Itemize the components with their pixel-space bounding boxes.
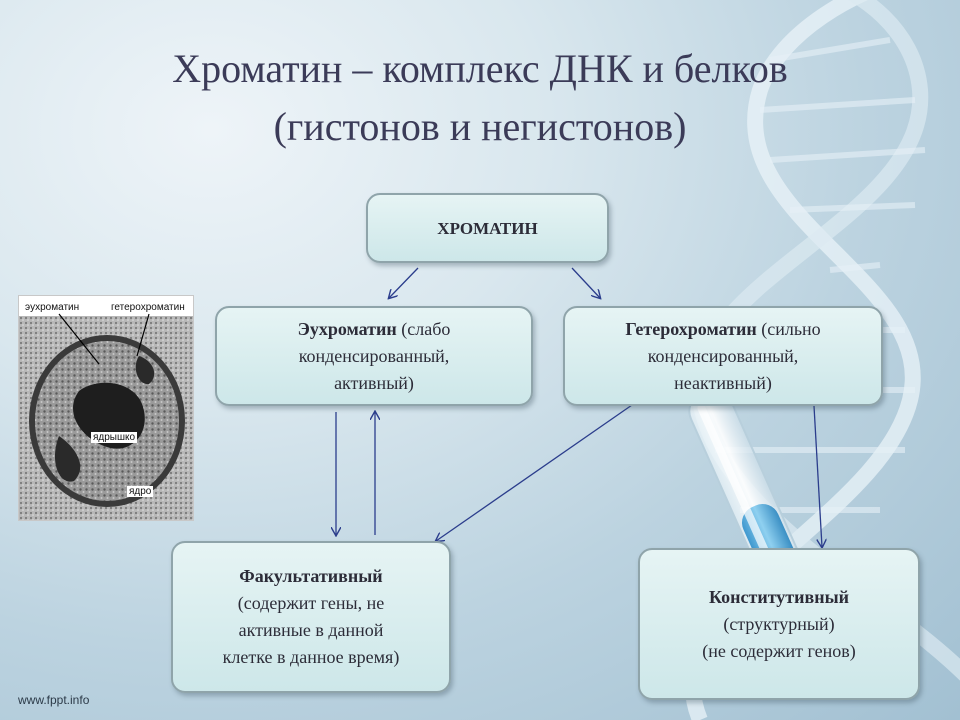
node-chromatin-label: ХРОМАТИН — [437, 218, 538, 238]
node-euchromatin-line-3: активный) — [334, 372, 414, 393]
node-euchromatin-line-1: Эухроматин (слабо — [298, 316, 451, 343]
node-euchromatin-line-2: конденсированный, — [298, 345, 450, 366]
title-line-1: Хроматин – комплекс ДНК и белков — [172, 46, 788, 91]
node-heterochromatin-line-3: неактивный) — [674, 372, 772, 393]
node-euchromatin: Эухроматин (слабо конденсированный, акти… — [215, 306, 533, 406]
node-heterochromatin-line-1-rest: (сильно — [756, 318, 821, 339]
node-facultative-line-3: активные в данной — [238, 620, 384, 640]
node-heterochromatin-name: Гетерохроматин — [625, 318, 757, 339]
node-heterochromatin-line-2: конденсированный, — [647, 345, 799, 366]
node-euchromatin-name: Эухроматин — [297, 318, 397, 339]
node-constitutive-line-3: (не содержит генов) — [702, 640, 856, 661]
micrograph-label-nucleolus: ядрышко — [91, 432, 138, 443]
arrow-root-to-euchromatin — [389, 267, 419, 298]
node-constitutive-line-2: (структурный) — [723, 613, 835, 634]
node-facultative-line-4: клетке в данное время) — [222, 647, 400, 667]
node-constitutive: Конститутивный (структурный) (не содержи… — [638, 548, 920, 700]
node-heterochromatin-line-1: Гетерохроматин (сильно — [625, 316, 820, 343]
micrograph-label-euchromatin: эухроматин — [25, 302, 80, 313]
arrow-heterochromatin-to-constitutive — [813, 405, 822, 547]
node-euchromatin-line-1-rest: (слабо — [396, 318, 451, 339]
node-constitutive-name: Конститутивный — [708, 586, 850, 607]
title-line-2: (гистонов и негистонов) — [273, 104, 687, 149]
node-facultative-line-2: (содержит гены, не — [237, 593, 385, 613]
node-chromatin: ХРОМАТИН — [366, 193, 609, 263]
micrograph-image — [19, 313, 193, 520]
arrow-heterochromatin-to-facultative — [436, 404, 633, 541]
micrograph-label-heterochromatin: гетерохроматин — [111, 302, 185, 313]
micrograph-label-nucleus: ядро — [127, 486, 154, 497]
node-heterochromatin: Гетерохроматин (сильно конденсированный,… — [563, 306, 883, 406]
slide-title: Хроматин – комплекс ДНК и белков (гистон… — [40, 40, 920, 156]
footer-site-link[interactable]: www.fppt.info — [18, 693, 90, 707]
node-facultative: Факультативный (содержит гены, не активн… — [171, 541, 451, 693]
arrow-root-to-heterochromatin — [571, 267, 600, 298]
node-facultative-name: Факультативный — [239, 566, 383, 586]
nucleus-micrograph: эухроматин гетерохроматин ядрышко ядро — [18, 295, 194, 521]
